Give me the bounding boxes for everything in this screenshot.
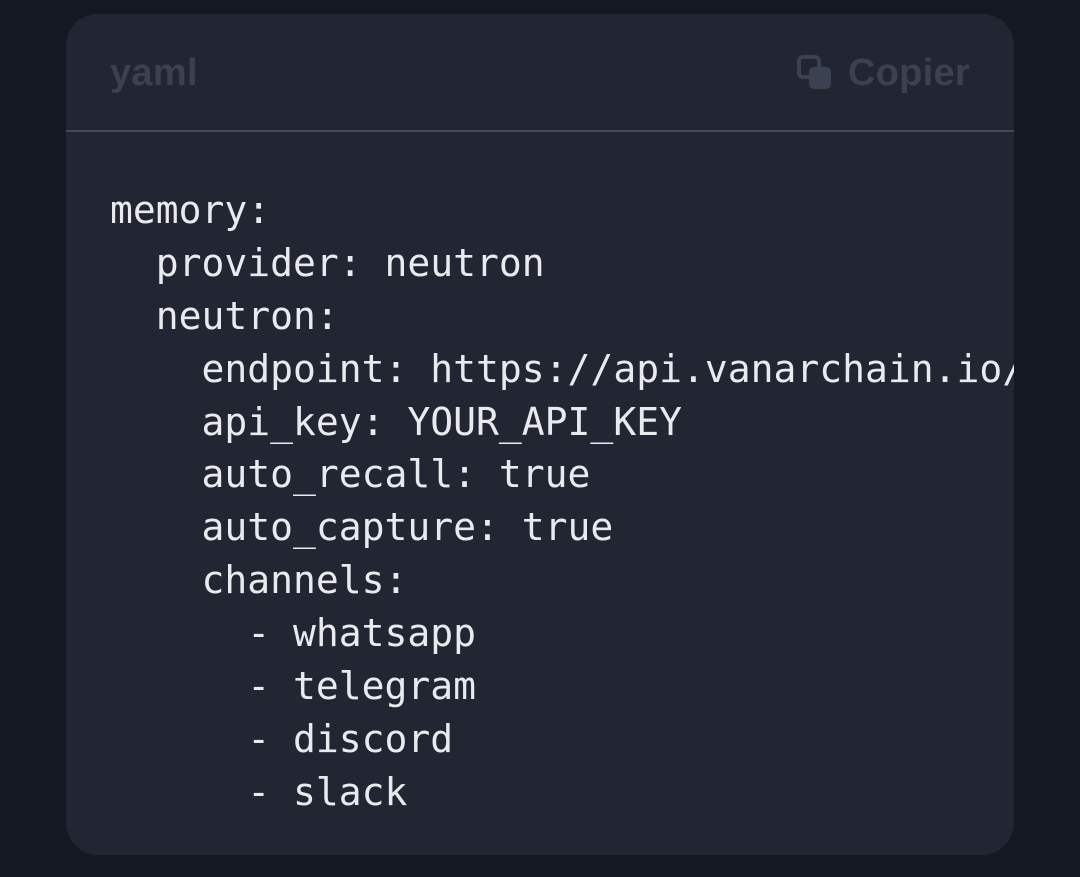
code-line: neutron: xyxy=(110,293,339,338)
code-line: auto_recall: true xyxy=(110,452,591,497)
code-line: - slack xyxy=(110,769,408,814)
code-line: channels: xyxy=(110,558,408,603)
code-content[interactable]: memory: provider: neutron neutron: endpo… xyxy=(66,132,1014,855)
copy-button[interactable]: Copier xyxy=(796,50,970,96)
copy-label: Copier xyxy=(847,52,970,94)
copy-icon xyxy=(796,54,834,92)
code-line: - whatsapp xyxy=(110,611,477,656)
code-line: - telegram xyxy=(110,664,477,709)
code-line: memory: xyxy=(110,188,271,232)
code-line: api_key: YOUR_API_KEY xyxy=(110,399,682,444)
code-block-header: yaml Copier xyxy=(66,14,1014,132)
code-line: - discord xyxy=(110,716,454,761)
code-line: endpoint: https://api.vanarchain.io/ xyxy=(110,346,1015,391)
language-label: yaml xyxy=(110,52,198,94)
code-block: yaml Copier memory: provider: neutron ne… xyxy=(66,14,1014,855)
code-text: memory: provider: neutron neutron: endpo… xyxy=(110,184,1014,819)
code-line: provider: neutron xyxy=(110,240,545,285)
code-line: auto_capture: true xyxy=(110,505,614,550)
